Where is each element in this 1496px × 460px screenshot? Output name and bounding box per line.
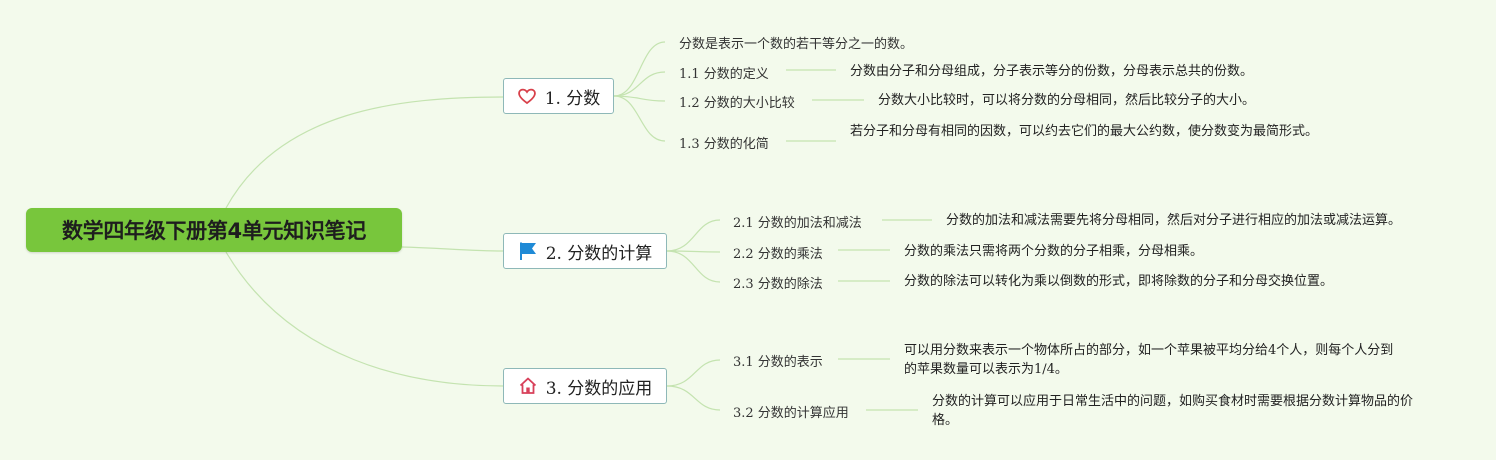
topic-fractions[interactable]: 1. 分数 [503, 78, 614, 114]
subtopic-label[interactable]: 1.3 分数的化简 [679, 137, 769, 152]
link-t1-sub3 [613, 95, 666, 142]
link-t2-sub1 [666, 219, 721, 252]
subtopic-label[interactable]: 1.2 分数的大小比较 [679, 96, 795, 111]
link-t1-intro [613, 41, 666, 97]
topic-fraction-calculation[interactable]: 2. 分数的计算 [503, 233, 667, 269]
topic-intro[interactable]: 分数是表示一个数的若干等分之一的数。 [679, 37, 914, 52]
subtopic-label[interactable]: 3.2 分数的计算应用 [733, 406, 849, 421]
link-root-topic2 [401, 246, 504, 252]
flag-icon [519, 242, 536, 260]
link-t1-sub2 [613, 95, 666, 102]
subtopic-label[interactable]: 1.1 分数的定义 [679, 67, 769, 82]
root-topic[interactable]: 数学四年级下册第4单元知识笔记 [26, 208, 402, 252]
home-icon [519, 377, 536, 394]
topic-label: 3. 分数的应用 [545, 378, 653, 399]
topic-label: 2. 分数的计算 [545, 243, 653, 264]
root-title: 数学四年级下册第4单元知识笔记 [61, 219, 367, 243]
link-root-topic1 [225, 96, 504, 209]
subtopic-desc[interactable]: 分数由分子和分母组成，分子表示等分的份数，分母表示总共的份数。 [850, 64, 1254, 79]
subtopic-desc[interactable]: 分数大小比较时，可以将分数的分母相同，然后比较分子的大小。 [878, 93, 1256, 108]
link-t3-sub1 [666, 359, 721, 387]
heart-icon [517, 88, 536, 105]
subtopic-desc[interactable]: 若分子和分母有相同的因数，可以约去它们的最大公约数，使分数变为最简形式。 [850, 124, 1319, 139]
subtopic-label[interactable]: 2.2 分数的乘法 [733, 247, 823, 262]
subtopic-desc[interactable]: 分数的计算可以应用于日常生活中的问题，如购买食材时需要根据分数计算物品的价格。 [932, 394, 1414, 428]
subtopic-label[interactable]: 2.3 分数的除法 [733, 277, 823, 292]
subtopic-label[interactable]: 3.1 分数的表示 [733, 355, 823, 370]
link-t2-sub3 [666, 250, 721, 283]
subtopic-desc[interactable]: 分数的乘法只需将两个分数的分子相乘，分母相乘。 [904, 244, 1204, 259]
subtopic-label[interactable]: 2.1 分数的加法和减法 [733, 216, 862, 231]
subtopic-desc[interactable]: 可以用分数来表示一个物体所占的部分，如一个苹果被平均分给4个人，则每个人分到的苹… [904, 343, 1394, 377]
topic-fraction-application[interactable]: 3. 分数的应用 [503, 368, 667, 404]
subtopic-desc[interactable]: 分数的加法和减法需要先将分母相同，然后对分子进行相应的加法或减法运算。 [946, 213, 1402, 228]
link-root-topic3 [225, 251, 504, 387]
topic-label: 1. 分数 [544, 88, 601, 109]
link-t1-sub1 [613, 71, 666, 97]
link-t3-sub2 [666, 385, 721, 411]
subtopic-desc[interactable]: 分数的除法可以转化为乘以倒数的形式，即将除数的分子和分母交换位置。 [904, 274, 1334, 289]
